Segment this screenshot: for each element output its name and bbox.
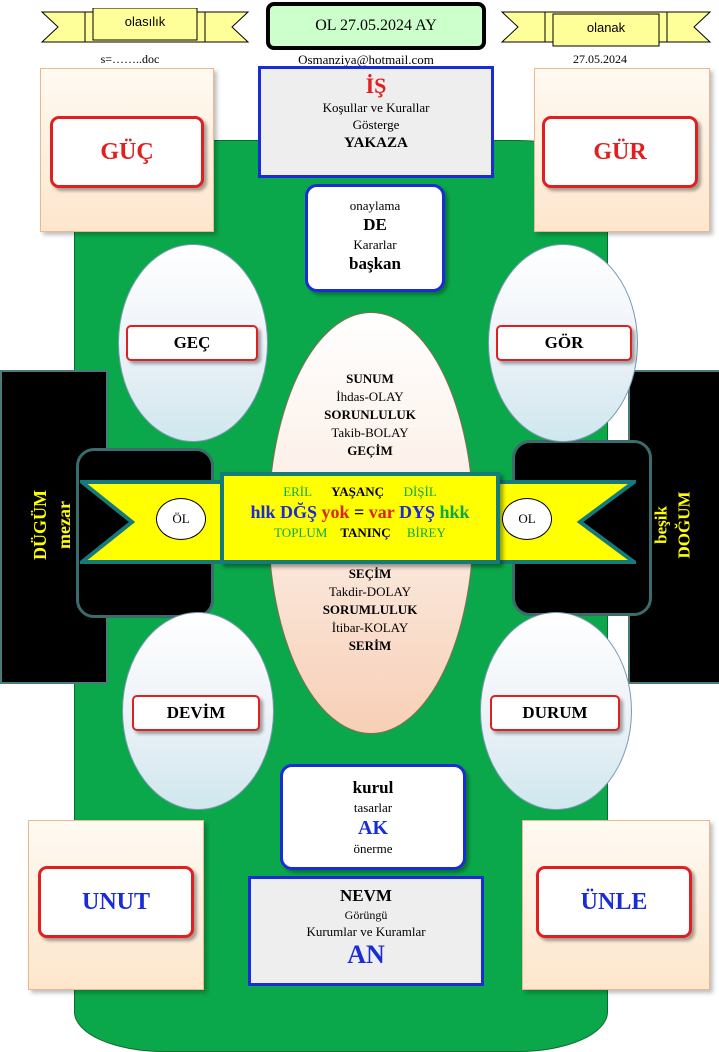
is-line1: Koşullar ve Kurallar: [322, 100, 430, 115]
is-line3: YAKAZA: [344, 135, 408, 151]
yasanc-label: YAŞANÇ: [331, 484, 385, 499]
unle-box: ÜNLE: [536, 866, 692, 938]
sorunluluk-label: SORUNLULUK: [324, 407, 416, 422]
ak-line4: önerme: [353, 841, 393, 856]
devim-box: DEVİM: [132, 695, 260, 731]
center-title: OL 27.05.2024 AY: [266, 2, 486, 50]
left-ribbon-label: olasılık: [124, 14, 166, 29]
center-top-text: SUNUM İhdas-OLAY SORUNLULUK Takib-BOLAY …: [268, 370, 472, 460]
de-line2: DE: [363, 215, 387, 234]
unut-box: UNUT: [38, 866, 194, 938]
toplum-label: TOPLUM: [274, 525, 328, 540]
serim-label: SERİM: [348, 638, 392, 653]
right-ribbon-label: olanak: [586, 20, 626, 35]
durum-box: DURUM: [490, 695, 620, 731]
sorumluluk-label: SORUMLULUK: [322, 602, 418, 617]
is-title: İŞ: [365, 73, 387, 98]
takdir-label: Takdir-DOLAY: [328, 584, 412, 599]
equals-label: =: [354, 502, 365, 522]
itibar-label: İtibar-KOLAY: [331, 620, 409, 635]
besik-label: beşik: [651, 506, 671, 544]
is-box: İŞ Koşullar ve Kurallar Gösterge YAKAZA: [258, 66, 494, 178]
email-label: Osmanziya@hotmail.com: [298, 52, 434, 67]
gec-box: GEÇ: [126, 325, 258, 361]
ak-line3: AK: [358, 817, 388, 839]
is-line2: Gösterge: [352, 117, 400, 132]
nevm-line1: NEVM: [340, 886, 392, 905]
birey-label: BİREY: [406, 525, 446, 540]
hkk-label: hkk: [439, 502, 470, 522]
guc-box: GÜÇ: [50, 116, 204, 188]
de-box: onaylama DE Kararlar başkan: [305, 184, 445, 292]
dgs-label: DĞŞ: [280, 502, 318, 522]
takib-label: Takib-BOLAY: [331, 425, 409, 440]
right-side-text: beşik DOĞUM: [628, 370, 718, 680]
nevm-line3: Kurumlar ve Kuramlar: [306, 924, 426, 939]
banner-row2: hlk DĞŞ yok = var DYŞ hkk: [222, 501, 498, 523]
ihdas-label: İhdas-OLAY: [336, 389, 404, 404]
gor-box: GÖR: [496, 325, 632, 361]
gur-box: GÜR: [542, 116, 698, 188]
gecim-label: GEÇİM: [347, 443, 393, 458]
de-line3: Kararlar: [353, 237, 397, 252]
ol-left-circle: ÖL: [156, 498, 206, 540]
center-bottom-text: SEÇİM Takdir-DOLAY SORUMLULUK İtibar-KOL…: [268, 565, 472, 655]
right-ribbon: [500, 11, 712, 47]
sunum-label: SUNUM: [346, 371, 394, 386]
yok-label: yok: [321, 502, 350, 522]
secim-label: SEÇİM: [348, 566, 392, 581]
de-line1: onaylama: [349, 198, 401, 213]
file-name-label: s=……..doc: [100, 52, 160, 66]
ak-line1: kurul: [352, 778, 394, 797]
banner-row1: ERİL YAŞANÇ DİŞİL: [224, 484, 496, 500]
nevm-line4: AN: [347, 940, 385, 969]
dys-label: DYŞ: [398, 502, 435, 522]
date-label: 27.05.2024: [573, 52, 627, 66]
hlk-label: hlk: [250, 502, 276, 522]
eril-label: ERİL: [283, 484, 312, 499]
center-banner-box: [220, 472, 500, 564]
nevm-box: NEVM Görüngü Kurumlar ve Kuramlar AN: [248, 876, 484, 986]
banner-row3: TOPLUM TANINÇ BİREY: [222, 525, 498, 541]
var-label: var: [368, 502, 395, 522]
dugum-label: DÜGÜM: [30, 490, 50, 560]
nevm-line2: Görüngü: [344, 908, 388, 922]
ol-right-circle: OL: [502, 498, 552, 540]
ak-line2: tasarlar: [353, 800, 393, 815]
disil-label: DİŞİL: [403, 484, 437, 499]
dogum-label: DOĞUM: [674, 491, 694, 559]
mezar-label: mezar: [54, 501, 74, 549]
ak-box: kurul tasarlar AK önerme: [280, 764, 466, 870]
de-line4: başkan: [349, 254, 401, 273]
left-ribbon: [40, 8, 250, 43]
taninc-label: TANINÇ: [340, 525, 391, 540]
